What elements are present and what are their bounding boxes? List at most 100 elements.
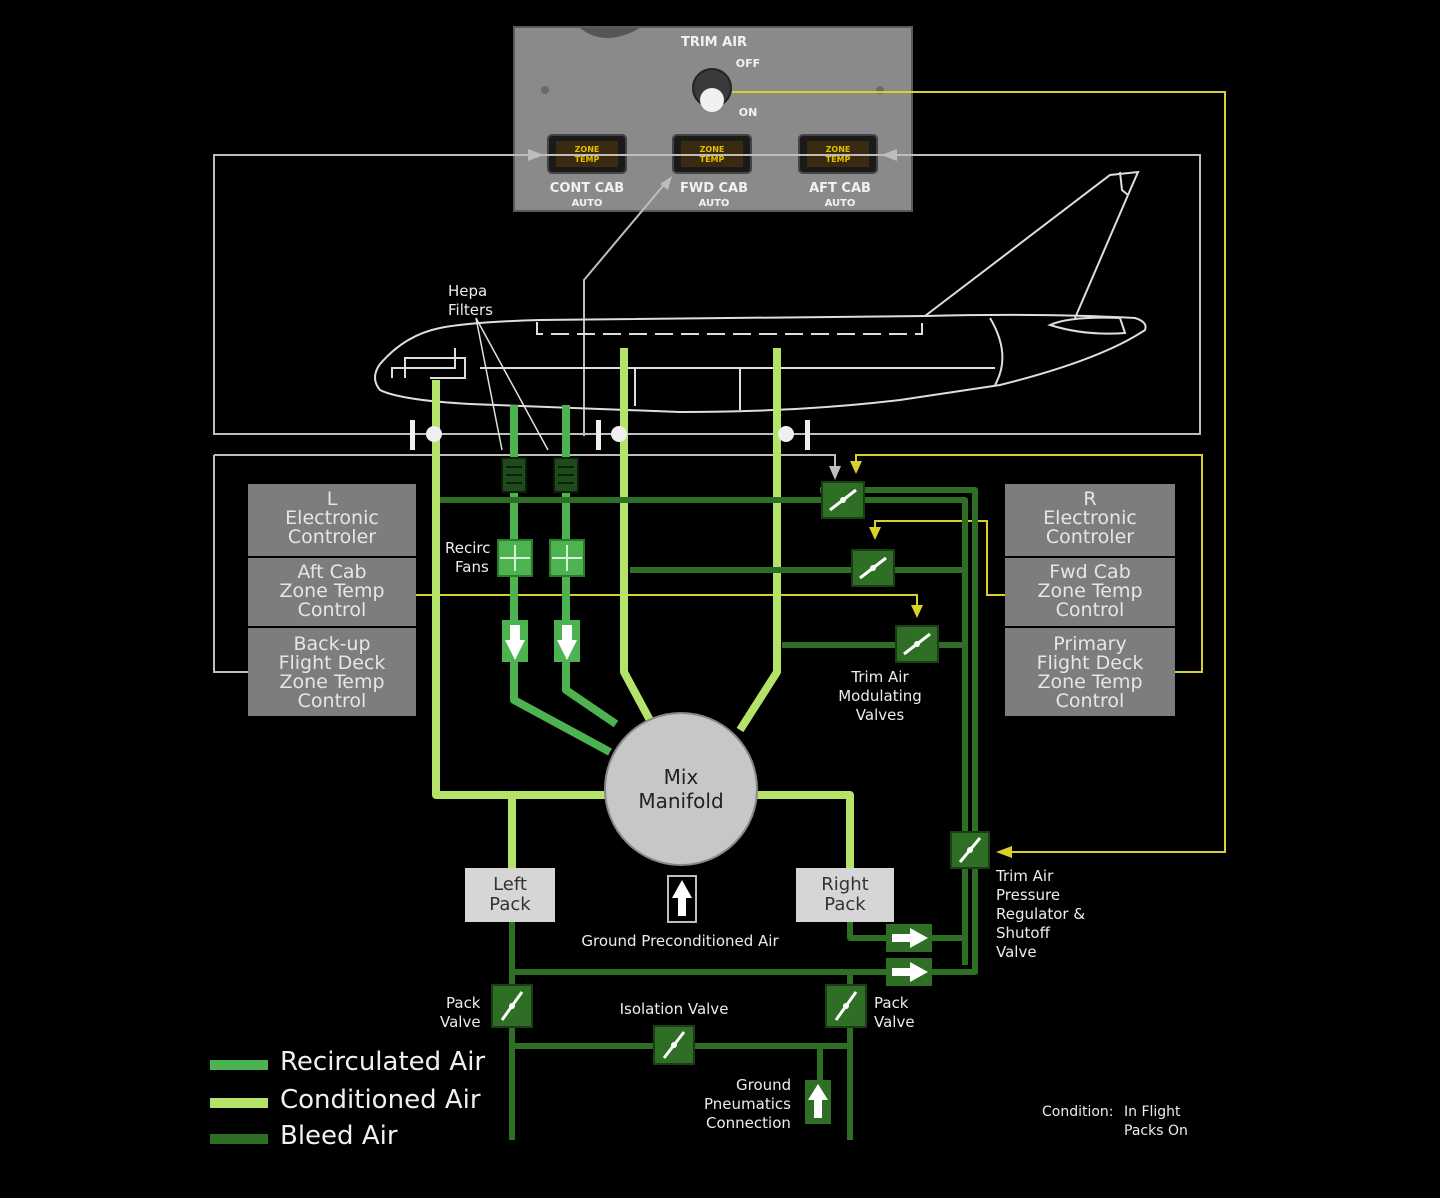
svg-text:Shutoff: Shutoff <box>996 924 1051 942</box>
legend-bleed: Bleed Air <box>210 1121 398 1151</box>
pack-valve-left[interactable] <box>491 984 533 1028</box>
svg-text:Packs On: Packs On <box>1124 1123 1188 1139</box>
svg-text:Valve: Valve <box>874 1013 915 1031</box>
zone-cont-cab-sub: AUTO <box>572 198 603 209</box>
svg-text:Zone Temp: Zone Temp <box>279 580 384 602</box>
svg-text:R: R <box>1083 488 1096 510</box>
recirc-fans-label: Recirc Fans <box>445 539 490 576</box>
isolation-valve[interactable] <box>653 1025 695 1065</box>
svg-text:Manifold: Manifold <box>638 789 723 813</box>
svg-text:Right: Right <box>821 874 868 895</box>
ground-pneumatics-label: Ground Pneumatics Connection <box>704 1076 791 1132</box>
recirc-intake-left <box>410 420 442 450</box>
svg-text:Pack: Pack <box>446 994 481 1012</box>
panel-screw-icon <box>541 86 549 94</box>
trim-air-toggle-switch[interactable] <box>692 68 732 112</box>
check-valve-recirc-right <box>554 620 580 662</box>
svg-text:TEMP: TEMP <box>700 155 725 164</box>
svg-text:Conditioned Air: Conditioned Air <box>280 1085 481 1115</box>
condition-note: Condition: In Flight Packs On <box>1042 1104 1188 1139</box>
svg-text:ZONE: ZONE <box>700 145 725 154</box>
mix-manifold: Mix Manifold <box>604 712 758 866</box>
svg-text:Valve: Valve <box>440 1013 481 1031</box>
svg-text:Modulating: Modulating <box>838 687 922 705</box>
trim-air-modulating-valve-2[interactable] <box>851 549 895 587</box>
svg-text:Pack: Pack <box>874 994 909 1012</box>
svg-text:Aft Cab: Aft Cab <box>297 561 366 583</box>
svg-text:Control: Control <box>298 690 367 712</box>
isolation-valve-label: Isolation Valve <box>620 1000 729 1018</box>
svg-text:Zone Temp: Zone Temp <box>279 671 384 693</box>
svg-text:L: L <box>327 488 338 510</box>
svg-text:TEMP: TEMP <box>826 155 851 164</box>
right-electronic-controller: R Electronic Controler Fwd Cab Zone Temp… <box>1005 484 1175 716</box>
svg-text:Controler: Controler <box>288 526 376 548</box>
svg-text:Zone Temp: Zone Temp <box>1037 671 1142 693</box>
trim-air-modulating-valve-1[interactable] <box>821 481 865 519</box>
hepa-filters-label: Hepa Filters <box>448 282 493 319</box>
svg-text:Control: Control <box>1056 690 1125 712</box>
svg-text:Recirculated Air: Recirculated Air <box>280 1047 485 1077</box>
svg-text:Pneumatics: Pneumatics <box>704 1095 791 1113</box>
trim-air-panel: TRIM AIR OFF ON ZONE TEMP ZONE TEMP ZONE… <box>513 26 913 212</box>
arrow-heads-gray <box>528 149 897 480</box>
ground-preconditioned-inlet <box>667 875 697 923</box>
zone-aft-cab-label: AFT CAB <box>809 181 871 196</box>
svg-text:Pack: Pack <box>489 894 531 915</box>
svg-text:Condition:: Condition: <box>1042 1104 1114 1120</box>
switch-on-label: ON <box>739 106 758 119</box>
check-valve-right-upper <box>886 924 932 952</box>
hepa-filter-left <box>501 457 527 493</box>
svg-text:Electronic: Electronic <box>285 507 379 529</box>
trim-air-modulating-label: Trim Air Modulating Valves <box>838 668 922 724</box>
svg-text:Pressure: Pressure <box>996 886 1060 904</box>
svg-text:Control: Control <box>298 599 367 621</box>
svg-text:Controler: Controler <box>1046 526 1134 548</box>
conditioned-air-ducts <box>432 348 854 868</box>
svg-text:Zone Temp: Zone Temp <box>1037 580 1142 602</box>
hepa-filter-right <box>553 457 579 493</box>
legend-conditioned: Conditioned Air <box>210 1085 481 1115</box>
svg-text:Control: Control <box>1056 599 1125 621</box>
svg-text:Flight Deck: Flight Deck <box>1037 652 1144 674</box>
left-pack: Left Pack <box>465 868 555 922</box>
switch-off-label: OFF <box>736 57 760 70</box>
arrow-heads-yellow <box>850 461 1012 858</box>
zone-cont-cab-label: CONT CAB <box>550 181 624 196</box>
svg-text:Left: Left <box>493 874 527 895</box>
svg-text:Trim Air: Trim Air <box>850 668 909 686</box>
hepa-pointer-lines <box>475 317 549 451</box>
recirc-fan-right <box>549 539 585 577</box>
trim-air-prsov-label: Trim Air Pressure Regulator & Shutoff Va… <box>995 867 1085 961</box>
svg-text:Hepa: Hepa <box>448 282 487 300</box>
panel-title: TRIM AIR <box>681 35 747 50</box>
svg-text:Fwd Cab: Fwd Cab <box>1049 561 1131 583</box>
svg-text:Back-up: Back-up <box>293 633 370 655</box>
ground-pneumatic-inlet <box>805 1080 831 1124</box>
zone-aft-cab-sub: AUTO <box>825 198 856 209</box>
svg-text:Connection: Connection <box>706 1114 791 1132</box>
svg-text:ZONE: ZONE <box>826 145 851 154</box>
trim-air-prsov-valve[interactable] <box>950 831 990 869</box>
svg-text:Regulator &: Regulator & <box>996 905 1085 923</box>
svg-text:Flight Deck: Flight Deck <box>279 652 386 674</box>
left-electronic-controller: L Electronic Controler Aft Cab Zone Temp… <box>248 484 416 716</box>
zone-fwd-cab-sub: AUTO <box>699 198 730 209</box>
recirc-fan-left <box>497 539 533 577</box>
check-valve-right-lower <box>886 958 932 986</box>
trim-air-modulating-valve-3[interactable] <box>895 625 939 663</box>
airplane-outline <box>374 170 1147 414</box>
check-valve-recirc-left <box>502 620 528 662</box>
pack-valve-right[interactable] <box>825 984 867 1028</box>
svg-text:In Flight: In Flight <box>1124 1104 1181 1120</box>
svg-text:Primary: Primary <box>1053 633 1126 655</box>
svg-text:Mix: Mix <box>664 765 699 789</box>
svg-text:Bleed Air: Bleed Air <box>280 1121 398 1151</box>
svg-text:TEMP: TEMP <box>575 155 600 164</box>
right-pack: Right Pack <box>796 868 894 922</box>
svg-text:Valve: Valve <box>996 943 1037 961</box>
svg-text:Recirc: Recirc <box>445 539 490 557</box>
svg-text:Pack: Pack <box>824 894 866 915</box>
svg-text:Filters: Filters <box>448 301 493 319</box>
